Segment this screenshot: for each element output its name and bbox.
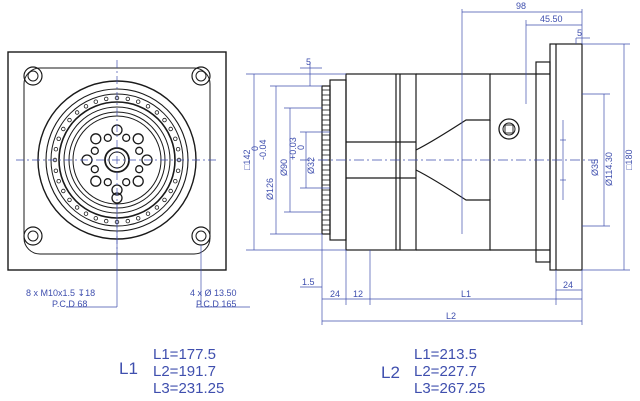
corner-hole xyxy=(23,226,43,246)
ring-screw xyxy=(168,126,173,132)
bolt-hole xyxy=(90,133,102,145)
dim-5-top-right: 5 xyxy=(577,28,582,38)
ring-screw xyxy=(125,218,130,224)
ring-screw xyxy=(74,110,80,115)
spec-group2-l1: L1=213.5 xyxy=(414,346,477,363)
clamp-screw xyxy=(498,118,520,140)
dim-L2: L2 xyxy=(446,311,456,321)
ring-screw xyxy=(135,216,141,221)
motor-adapter xyxy=(415,73,491,151)
ring-screw xyxy=(125,96,130,102)
bolt-hole xyxy=(103,133,112,142)
ring-screw xyxy=(53,168,59,173)
ring-screw xyxy=(162,197,167,203)
ring-screw xyxy=(83,104,89,109)
dim-sq180: □180 xyxy=(624,150,634,170)
bolt-hole xyxy=(90,146,99,155)
ring-screw xyxy=(168,188,173,194)
ring-screw xyxy=(93,99,98,104)
spec-group-2: L2 L1=213.5 L2=227.7 L3=267.25 xyxy=(381,346,485,397)
spec-group2-label: L2 xyxy=(381,363,400,382)
dim-sq142: □142 xyxy=(242,150,252,170)
dim-d114: Ø114.30 xyxy=(604,152,614,186)
ring-screw xyxy=(53,146,59,152)
dim-d126: Ø126 xyxy=(265,178,275,200)
gear-housing xyxy=(345,73,417,251)
bolt-hole xyxy=(90,175,102,187)
output-teeth xyxy=(322,89,330,231)
bolt-hole xyxy=(90,165,99,174)
ring-screw xyxy=(145,104,151,109)
bolt-hole xyxy=(132,175,144,187)
hole-callout-line2: P.C.D 165 xyxy=(196,299,236,309)
bolt-callout-line2: P.C.D 68 xyxy=(52,299,87,309)
ring-screw xyxy=(154,110,160,115)
bolt-hole xyxy=(122,178,131,187)
dim-24-right: 24 xyxy=(563,280,573,290)
dim-1-5: 1.5 xyxy=(302,277,315,287)
dim-d32: Ø32 xyxy=(306,157,316,174)
bolt-hole xyxy=(132,133,144,145)
spec-group1-label: L1 xyxy=(119,359,138,378)
dim-45-50: 45.50 xyxy=(540,14,563,24)
corner-hole xyxy=(191,66,211,86)
side-view xyxy=(321,43,583,271)
dim-d32-tol-lower: 0 xyxy=(296,145,306,150)
dim-d32-tol-upper: +0.03 xyxy=(288,137,298,160)
bolt-hole xyxy=(135,165,144,174)
dim-d90: Ø90 xyxy=(279,159,289,176)
hole-callout-line1: 4 x Ø 13.50 xyxy=(190,288,237,298)
ring-screw xyxy=(61,188,66,194)
ring-screw xyxy=(67,197,72,203)
corner-hole xyxy=(23,66,43,86)
ring-screw xyxy=(173,178,178,184)
dim-d126-tol-upper: 0 xyxy=(250,146,260,151)
ring-screw xyxy=(103,218,109,224)
spec-group1-l3: L3=231.25 xyxy=(153,380,224,397)
dim-98: 98 xyxy=(516,1,526,11)
spec-group1-l2: L2=191.7 xyxy=(153,363,216,380)
bolt-callout-line1: 8 x M10x1.5 ↧18 xyxy=(26,288,95,298)
ring-screw xyxy=(145,211,151,216)
ring-screw xyxy=(173,136,178,141)
ring-screw xyxy=(74,205,80,210)
spec-group2-l2: L2=227.7 xyxy=(414,363,477,380)
ring-screw xyxy=(61,126,66,132)
ring-screw xyxy=(103,96,109,102)
spec-group-1: L1 L1=177.5 L2=191.7 L3=231.25 xyxy=(119,346,224,397)
ring-screw xyxy=(154,205,160,210)
motor-flange xyxy=(549,43,583,271)
ring-screw xyxy=(162,117,167,123)
ring-screw xyxy=(56,136,61,141)
dim-12: 12 xyxy=(353,289,363,299)
ring-screw xyxy=(83,211,89,216)
bolt-hole xyxy=(103,178,112,187)
ring-screw xyxy=(56,178,61,184)
bolt-hole xyxy=(122,133,131,142)
bolt-hole xyxy=(135,146,144,155)
spec-group2-l3: L3=267.25 xyxy=(414,380,485,397)
ring-screw xyxy=(67,117,72,123)
corner-hole xyxy=(191,226,211,246)
dim-L1: L1 xyxy=(461,289,471,299)
spec-group1-l1: L1=177.5 xyxy=(153,346,216,363)
dim-5-top-left: 5 xyxy=(306,57,311,67)
ring-screw xyxy=(135,99,141,104)
dim-24-left: 24 xyxy=(330,289,340,299)
ring-screw xyxy=(175,146,181,152)
ring-screw xyxy=(93,216,98,221)
ring-screw xyxy=(175,168,181,173)
dim-d35: Ø35 xyxy=(590,159,600,176)
dim-d126-tol-lower: -0.04 xyxy=(258,139,268,160)
